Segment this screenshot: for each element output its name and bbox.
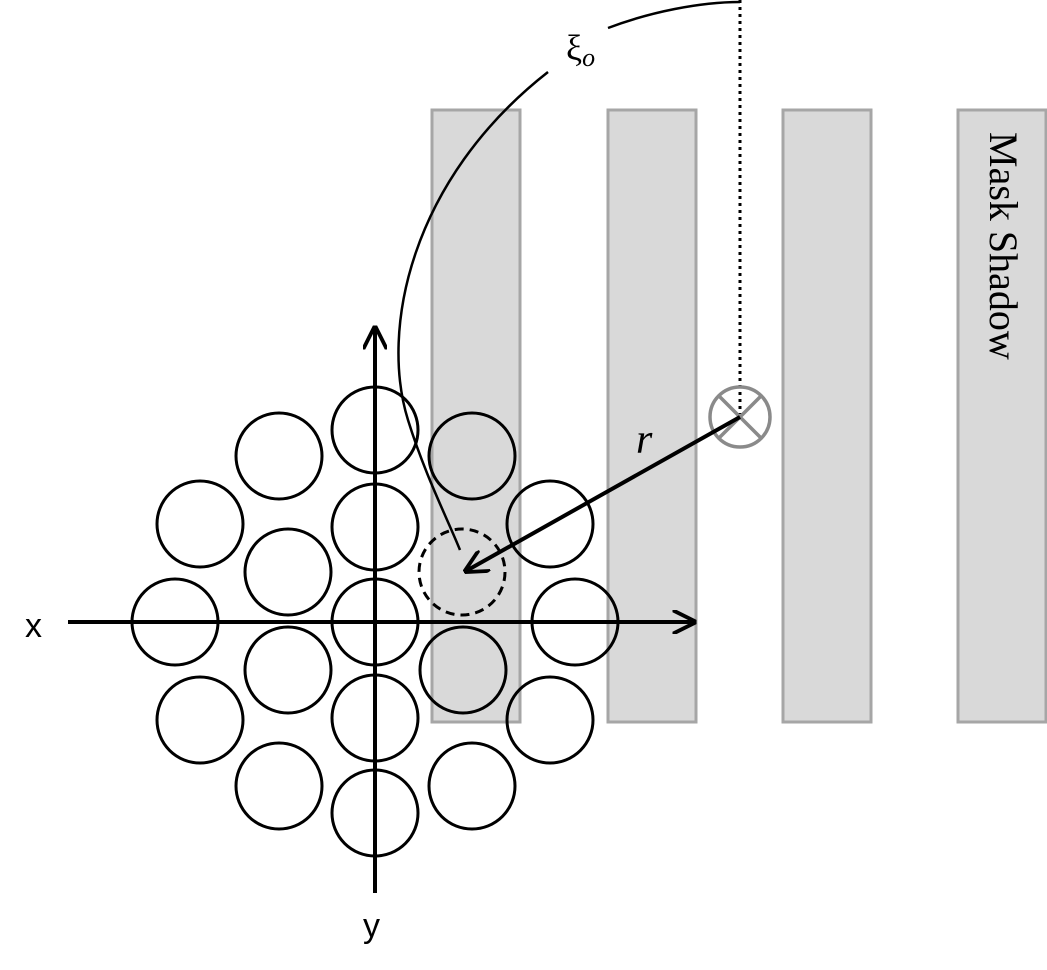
array-circle (155, 675, 245, 765)
array-circle (234, 411, 324, 501)
array-circle (427, 411, 517, 501)
xi-label: ξo (566, 28, 595, 72)
array-circle (243, 527, 333, 617)
array-circle (505, 479, 595, 569)
array-circle (427, 741, 517, 831)
xi-arc-lower (397, 71, 549, 551)
dashed-target-circle (417, 527, 507, 617)
array-circle (234, 741, 324, 831)
r-label: r (636, 417, 653, 463)
array-circle (418, 625, 508, 715)
array-circle (505, 675, 595, 765)
y-axis-label: y (363, 907, 380, 945)
mask-stripe-4 (956, 108, 1047, 724)
axes (68, 328, 694, 893)
mask-stripe-3 (781, 108, 873, 724)
r-vector-arrow (466, 415, 741, 571)
mask-shadow-label: Mask Shadow (981, 132, 1026, 360)
array-circle (155, 479, 245, 569)
x-axis-label: x (25, 607, 42, 645)
array-circle (243, 625, 333, 715)
xi-arc-upper (607, 0, 741, 30)
mask-stripe-2 (606, 108, 698, 724)
